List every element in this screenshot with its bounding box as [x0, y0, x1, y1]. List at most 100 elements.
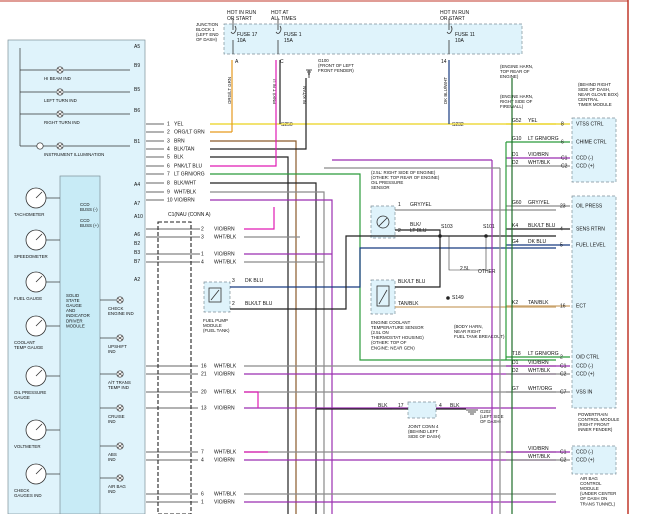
timer-pin-0: G52 — [512, 118, 522, 124]
cluster-pin-10: B3 — [134, 250, 140, 256]
bottom-pin-7: 1 — [201, 500, 204, 506]
upper-pin-2: 3 — [167, 139, 170, 145]
pcm-pin-3: K2 — [512, 300, 518, 306]
lamp-filament-icon — [57, 89, 63, 95]
pcm-function-2: FUEL LEVEL — [576, 243, 606, 249]
lower-wire-label-0: VIO/BRN — [214, 227, 235, 233]
upper-wire-label-4: BLK — [174, 155, 184, 161]
gauge-needle-icon — [35, 275, 43, 283]
pcm-pin-6: D2 — [512, 368, 519, 374]
airbag-terminal-1: C2 — [560, 458, 567, 464]
pcm-pin-5: D1 — [512, 360, 519, 366]
wire-blktan-run — [210, 78, 307, 150]
g100-ground-icon — [306, 69, 312, 78]
timer-pin-3: D2 — [512, 160, 519, 166]
upper-wire-label-2: BRN — [174, 139, 185, 145]
lower-wire-vio-1 — [244, 207, 275, 230]
pin-c-label: C — [280, 59, 284, 65]
gauge-1: SPEEDOMETER — [14, 229, 60, 259]
wire-blkwht-run — [210, 182, 317, 514]
pcm-pin-2: G4 — [512, 239, 519, 245]
gauge-label-0: TACHOMETER — [14, 212, 44, 217]
oil-sensor-blk-run — [395, 229, 556, 237]
bottom-wire-label-0: WHT/BLK — [214, 364, 237, 370]
pcm-wire-label-2: DK BLU — [528, 239, 546, 245]
fuel-pump-module-box — [203, 281, 231, 313]
gauge-needle-icon — [35, 369, 43, 377]
indicator-filament-icon — [117, 405, 123, 411]
upper-pin-4: 5 — [167, 155, 170, 161]
gauge-label-5: VOLTMETER — [14, 444, 41, 449]
fuel-pump-sender-icon — [208, 287, 222, 303]
pcm-terminal-5: C1 — [560, 364, 567, 370]
pcm-function-6: CCD (+) — [576, 372, 595, 378]
s103-s101-option-bracket — [448, 236, 487, 271]
pcm-function-0: OIL PRESS — [576, 204, 603, 210]
timer-terminal-1: 6 — [561, 140, 564, 146]
indicator-filament-icon — [117, 335, 123, 341]
bottom-pin-5: 4 — [201, 458, 204, 464]
lamp-filament-icon — [57, 111, 63, 117]
oil-sensor-pin2: 2 — [398, 228, 401, 234]
cluster-pin-12: A2 — [134, 277, 140, 283]
cluster-pin-3: B6 — [134, 108, 140, 114]
upper-wire-label-9: VIO/BRN — [174, 198, 195, 204]
joint-wire-right: BLK — [450, 403, 460, 409]
lamp-label-0: HI BEAM IND — [44, 76, 71, 81]
c1-connector-label: C1(NAU (CONN A) — [168, 212, 211, 218]
cluster-pin-6: A7 — [134, 201, 140, 207]
lamp-filament-icon — [57, 67, 63, 73]
cluster-pin-4: B1 — [134, 139, 140, 145]
lower-wire-label-3: WHT/BLK — [214, 260, 237, 266]
s103-label: S103 — [441, 224, 453, 230]
wire-viobrn-run — [210, 199, 333, 514]
s101-note: OTHER — [478, 269, 496, 275]
gauge-needle-icon — [35, 423, 43, 431]
fuel-pump-blk-run — [230, 235, 440, 310]
bottom-wire-loop-1 — [244, 391, 259, 408]
fuse17-symbol — [230, 18, 237, 54]
pcm-terminal-6: C2 — [560, 372, 567, 378]
timer-function-0: VTSS CTRL — [576, 122, 604, 128]
g202-ground-icon — [466, 409, 478, 415]
upper-wire-label-6: LT GRN/ORG — [174, 172, 205, 178]
upper-wire-label-3: BLK/TAN — [174, 147, 195, 153]
pcm-wire-label-3: TAN/BLK — [528, 300, 549, 306]
indicator-filament-icon — [117, 297, 123, 303]
pcm-terminal-4: 2 — [560, 355, 563, 361]
pin-a-label: A — [235, 59, 239, 65]
oil-sensor-pin1: 1 — [398, 202, 401, 208]
lower-pin-3: 4 — [201, 260, 204, 266]
airbag-function-0: CCD (-) — [576, 450, 594, 456]
lower-wire-label-1: WHT/BLK — [214, 235, 237, 241]
driver-module-box — [59, 175, 101, 514]
airbag-module-box — [571, 445, 617, 475]
s101-label: S101 — [483, 224, 495, 230]
timer-function-1: CHIME CTRL — [576, 140, 607, 146]
cluster-pin-2: B5 — [134, 87, 140, 93]
oil-sensor-wire1-label: GRY/YEL — [410, 202, 432, 208]
pcm-terminal-7: C7 — [560, 390, 567, 396]
pcm-function-4: O/D CTRL — [576, 355, 600, 361]
upper-wire-label-0: YEL — [174, 122, 184, 128]
wire-dkblu-wht-vertical: DK BLU/WHT — [443, 77, 448, 104]
fuel-pump-wire3-label: DK BLU — [245, 278, 263, 284]
gauge-label-2: FUEL GAUGE — [14, 296, 42, 301]
